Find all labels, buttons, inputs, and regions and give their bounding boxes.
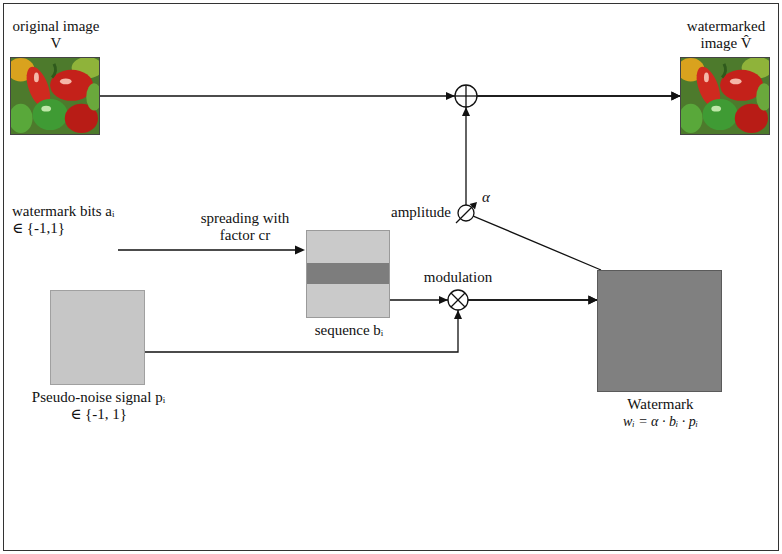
pepper-shape xyxy=(34,73,39,83)
node-title: original image V xyxy=(11,18,101,53)
image-box: watermarked image V̂ xyxy=(680,57,770,135)
arrow-head xyxy=(454,310,462,319)
node-formula: wᵢ = α · bᵢ · pᵢ xyxy=(581,414,741,430)
pepper-shape xyxy=(33,99,68,130)
arrow-head xyxy=(446,92,455,100)
pepper-shape xyxy=(60,78,72,84)
peppers-picture xyxy=(11,58,99,134)
multiplier-symbol xyxy=(448,290,468,310)
symbol-label: α xyxy=(482,189,502,206)
pepper-shape xyxy=(52,64,56,78)
arrow-head xyxy=(439,296,448,304)
node-title: watermarked image V̂ xyxy=(678,18,774,53)
operation-label: modulation xyxy=(408,269,508,286)
pepper-shape xyxy=(86,83,99,110)
peppers-picture xyxy=(681,58,769,134)
pepper-shape xyxy=(756,83,769,110)
input-label: watermark bits aᵢ ∈ {-1,1} xyxy=(12,203,116,238)
arrow-head xyxy=(462,107,470,116)
pepper-shape xyxy=(704,73,709,83)
pepper-shape xyxy=(41,106,51,112)
adder-cross xyxy=(465,85,466,107)
pepper-shape xyxy=(703,99,738,130)
arrow-head xyxy=(470,202,478,210)
sequence-band xyxy=(307,263,389,284)
pepper-shape xyxy=(11,104,33,133)
noise-box: Pseudo-noise signal pᵢ ∈ {-1, 1} xyxy=(50,290,145,385)
image-box: original image V xyxy=(10,57,100,135)
gain-dial-arrow xyxy=(456,204,475,223)
multiplier-cross xyxy=(451,293,465,307)
signal-arrow xyxy=(466,96,680,270)
sequence-box: sequence bᵢ xyxy=(306,230,390,318)
node-title: Watermark xyxy=(586,396,736,413)
node-title: sequence bᵢ xyxy=(294,322,404,339)
edge-label: amplitude xyxy=(389,204,453,221)
pepper-shape xyxy=(730,78,742,84)
pepper-shape xyxy=(711,106,721,112)
arrow-head xyxy=(295,246,305,255)
multiplier-cross xyxy=(451,293,465,307)
adder-symbol xyxy=(455,85,477,107)
operation-label: spreading with factor cr xyxy=(190,210,300,245)
watermark-box: Watermarkwᵢ = α · bᵢ · pᵢ xyxy=(597,270,722,392)
spreading-arrow xyxy=(118,249,296,250)
pepper-shape xyxy=(722,64,726,78)
node-title: Pseudo-noise signal pᵢ ∈ {-1, 1} xyxy=(29,389,169,424)
pepper-shape xyxy=(681,104,703,133)
